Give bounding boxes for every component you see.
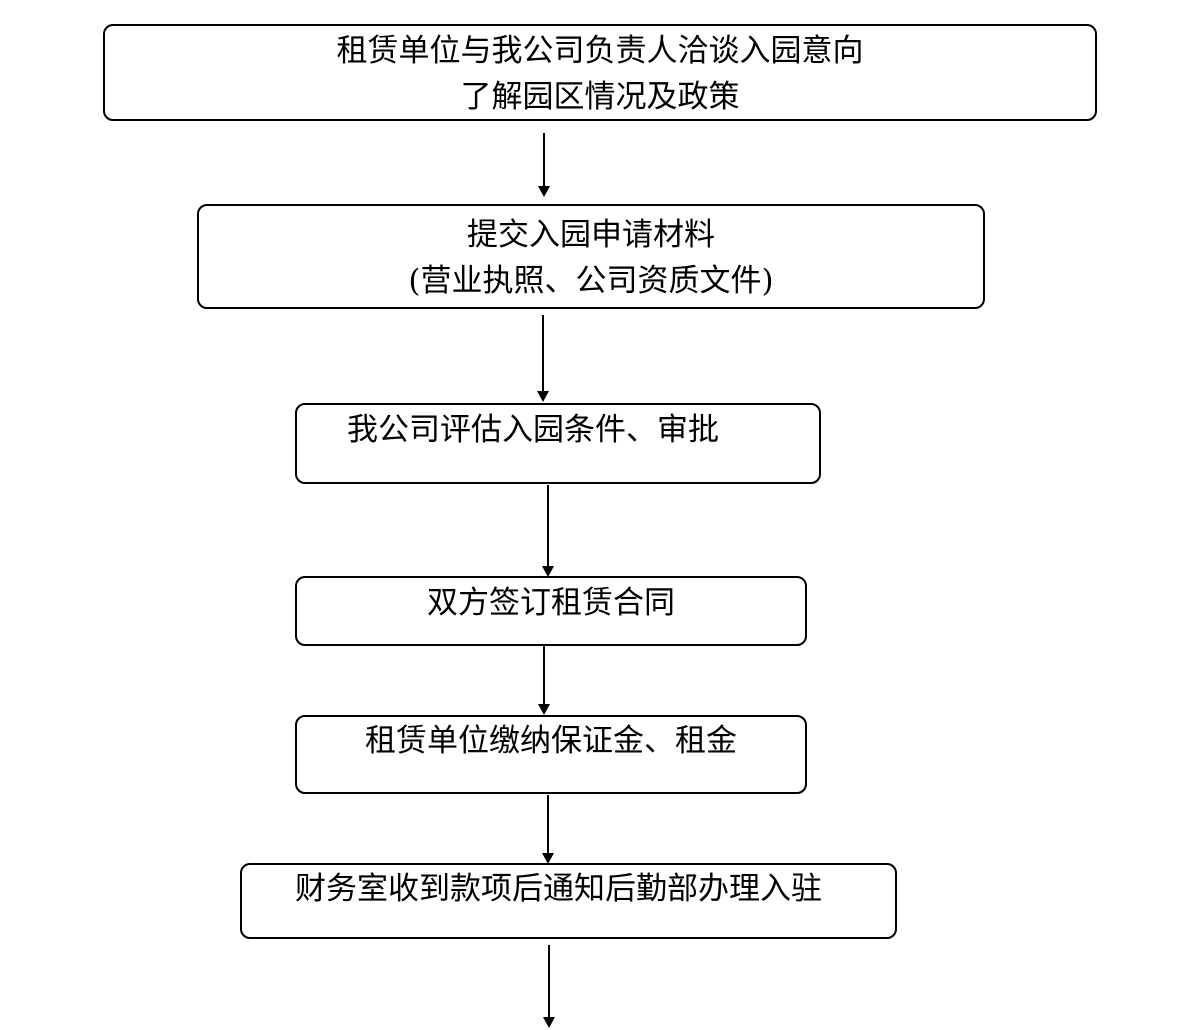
step-2-submit-materials: 提交入园申请材料 (营业执照、公司资质文件) — [197, 204, 985, 309]
arrow-3 — [542, 485, 554, 577]
arrow-6 — [543, 945, 555, 1028]
arrow-5 — [542, 795, 554, 864]
step-3-line-1: 我公司评估入园条件、审批 — [347, 412, 719, 448]
step-4-line-1: 双方签订租赁合同 — [427, 585, 675, 621]
step-3-evaluate-approve: 我公司评估入园条件、审批 — [295, 403, 821, 484]
step-6-line-1: 财务室收到款项后通知后勤部办理入驻 — [295, 871, 822, 907]
step-5-pay-deposit-rent: 租赁单位缴纳保证金、租金 — [295, 715, 807, 794]
step-2-line-1: 提交入园申请材料 — [467, 217, 715, 253]
step-1-line-1: 租赁单位与我公司负责人洽谈入园意向 — [336, 33, 864, 69]
step-5-line-1: 租赁单位缴纳保证金、租金 — [365, 723, 737, 759]
step-4-sign-contract: 双方签订租赁合同 — [295, 576, 807, 646]
arrow-2 — [537, 315, 549, 402]
step-6-finance-notify-logistics: 财务室收到款项后通知后勤部办理入驻 — [240, 863, 897, 939]
arrow-4 — [538, 646, 550, 715]
step-2-line-2: (营业执照、公司资质文件) — [408, 263, 774, 299]
step-1-negotiate: 租赁单位与我公司负责人洽谈入园意向 了解园区情况及政策 — [103, 24, 1097, 121]
step-1-line-2: 了解园区情况及政策 — [460, 79, 740, 115]
arrow-1 — [538, 133, 550, 197]
